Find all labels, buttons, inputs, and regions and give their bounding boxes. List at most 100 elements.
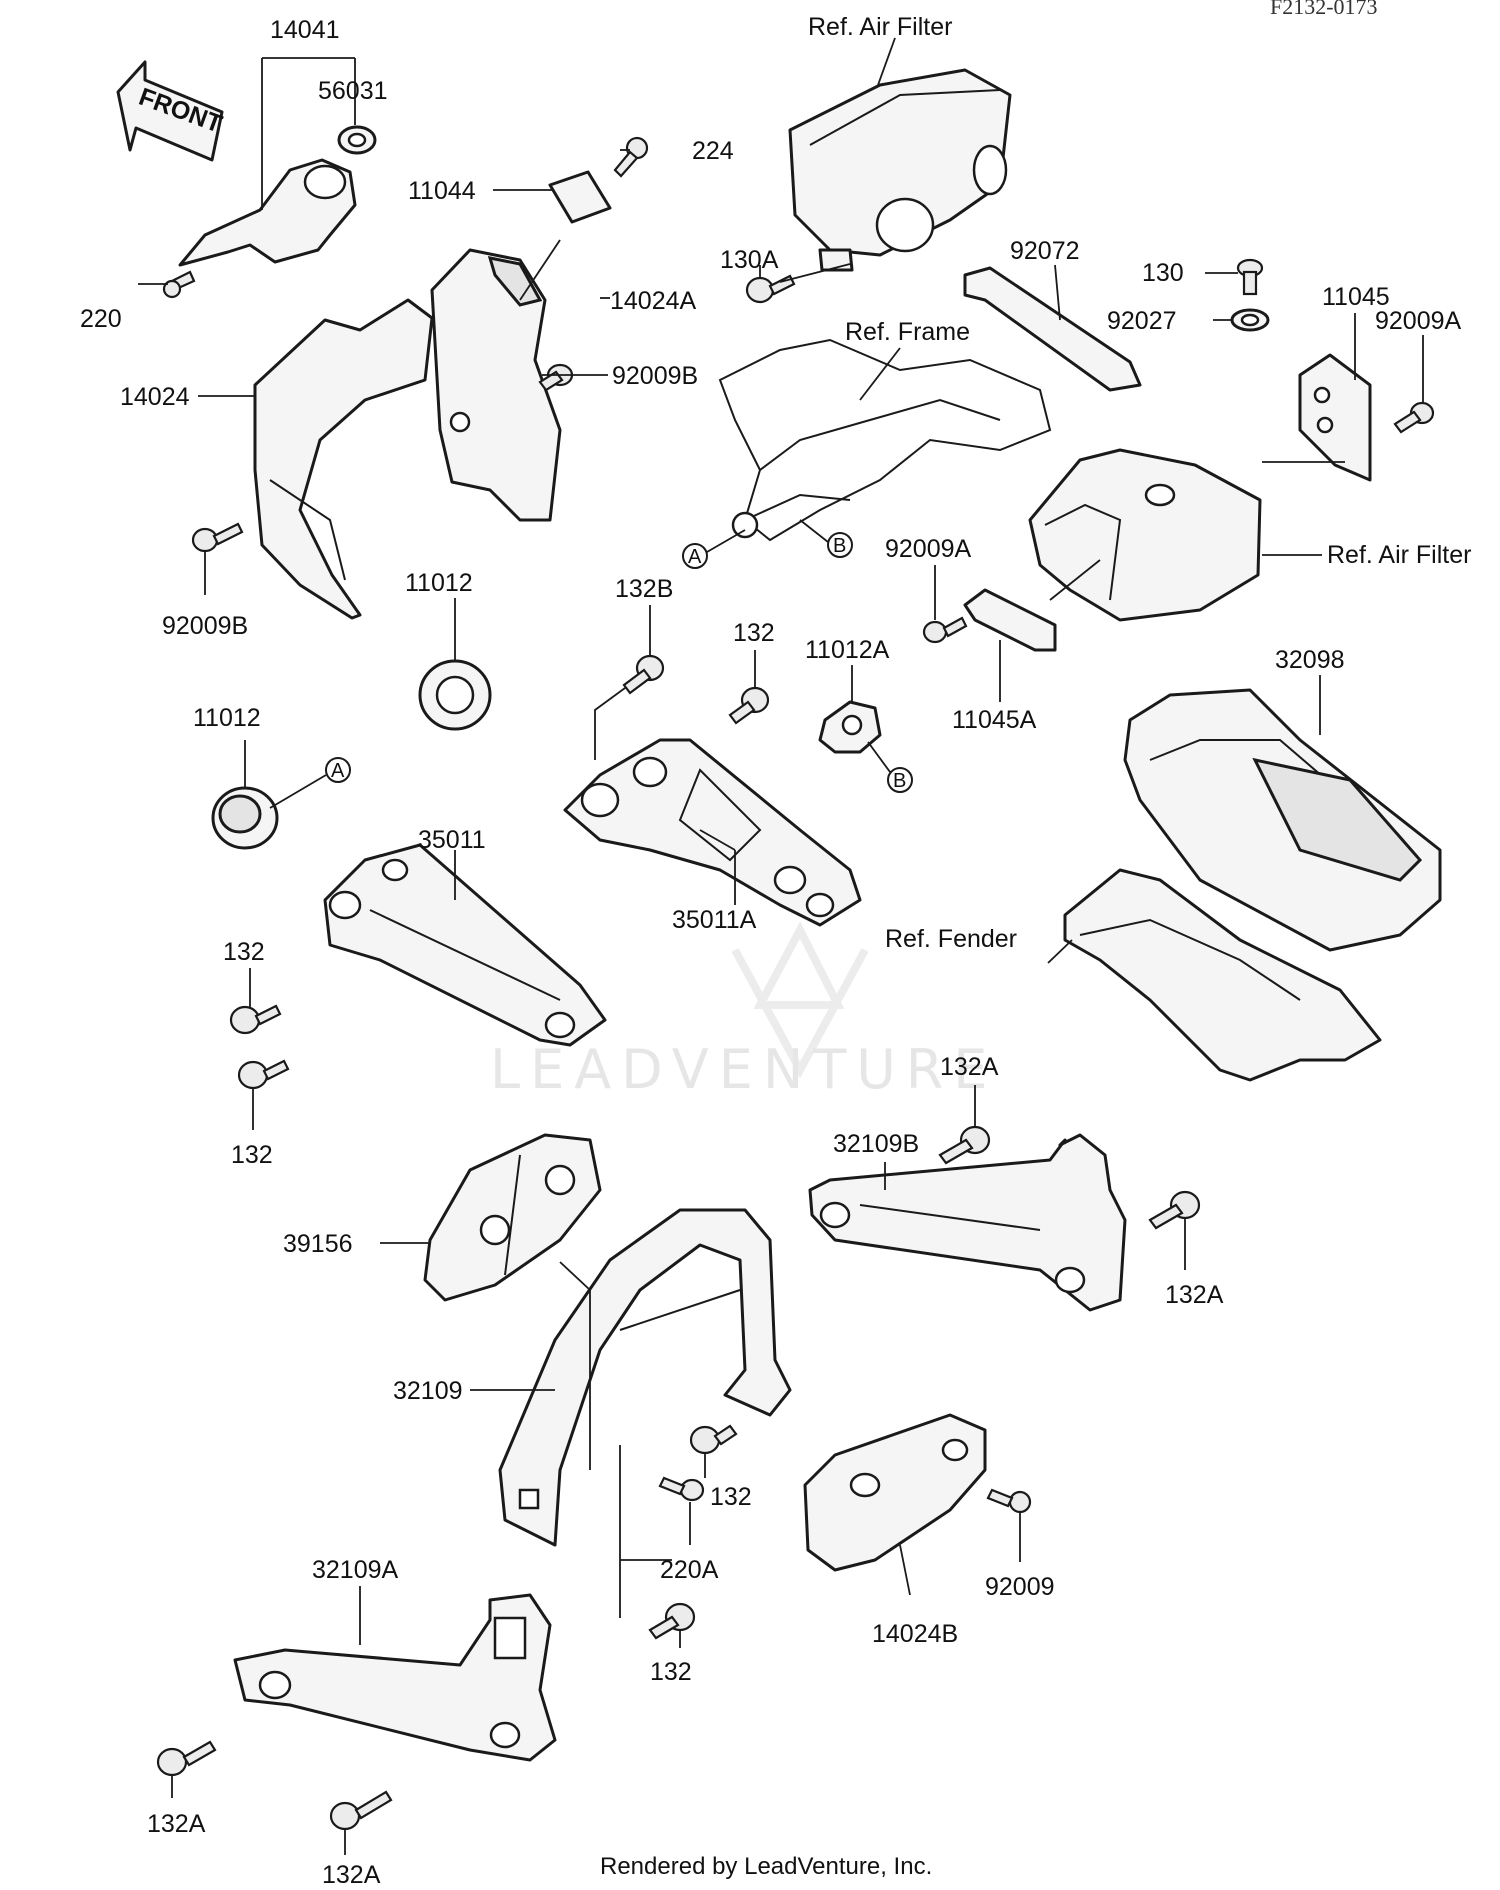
part-130-bolt (1236, 258, 1264, 296)
part-11045-bracket (1298, 353, 1372, 482)
label-32109: 32109 (393, 1377, 463, 1405)
marker-b-mount-text: B (893, 770, 906, 792)
marker-b-frame-text: B (833, 535, 846, 557)
label-132B: 132B (615, 575, 673, 603)
label-132-bottom: 132 (650, 1658, 692, 1686)
part-132-bolt-mid (728, 686, 770, 725)
part-92009B-bolt-left (191, 522, 244, 553)
label-132A-bl1: 132A (147, 1810, 206, 1838)
label-132A-bl2: 132A (322, 1861, 381, 1889)
label-14024B: 14024B (872, 1620, 958, 1648)
label-32109A: 32109A (312, 1556, 399, 1584)
part-11045A-bracket (963, 588, 1057, 652)
label-ref-air-filter-top: Ref. Air Filter (808, 13, 952, 41)
part-132A-bolt-top (938, 1125, 991, 1165)
label-92009B-bottom: 92009B (162, 612, 248, 640)
label-11012A: 11012A (805, 636, 890, 664)
part-92009B-bolt-right (538, 363, 574, 392)
part-14024-cover (253, 298, 434, 620)
label-130: 130 (1142, 259, 1184, 287)
part-92072-strap (963, 266, 1142, 392)
label-11012-mid: 11012 (405, 569, 473, 597)
part-14024B-plate (803, 1413, 987, 1572)
part-14024A-cover (430, 248, 562, 522)
label-32098: 32098 (1275, 646, 1345, 674)
marker-a-grommet-text: A (331, 760, 345, 782)
part-air-filter-top (788, 68, 1012, 272)
part-132A-bolt-bl1 (156, 1740, 217, 1777)
label-35011: 35011 (418, 826, 486, 854)
part-132A-bolt-bl2 (329, 1790, 393, 1831)
label-92027: 92027 (1107, 307, 1177, 335)
part-39156-pad (423, 1133, 602, 1302)
part-11044-clip (548, 170, 612, 224)
label-92009A-mid: 92009A (885, 535, 972, 563)
watermark-text: LEADVENTURE (490, 1038, 997, 1101)
marker-a-grommet: A (269, 757, 351, 809)
footer-credit: Rendered by LeadVenture, Inc. (600, 1853, 932, 1880)
part-11012-grommet-left (211, 786, 279, 850)
label-ref-air-filter-right: Ref. Air Filter (1327, 541, 1471, 569)
part-132-bolt-left-bottom (237, 1059, 290, 1090)
label-11045A: 11045A (952, 706, 1037, 734)
label-220: 220 (80, 305, 122, 333)
label-92009: 92009 (985, 1573, 1055, 1601)
part-14041-cover (178, 158, 357, 267)
label-92072: 92072 (1010, 237, 1080, 265)
label-220A: 220A (660, 1556, 719, 1584)
part-132-bolt-bottom (648, 1602, 696, 1640)
part-132A-bolt-right (1148, 1190, 1201, 1230)
label-92009B-top: 92009B (612, 362, 698, 390)
label-224: 224 (692, 137, 734, 165)
part-224-screw (613, 136, 649, 178)
part-11012A-mount (818, 700, 882, 754)
watermark: LEADVENTURE (490, 921, 997, 1101)
diagram-code: F2132-0173 (1270, 0, 1378, 19)
part-32109-frame (498, 1208, 792, 1547)
marker-a-frame-text: A (688, 546, 702, 568)
label-14024: 14024 (120, 383, 190, 411)
label-132-left-top: 132 (223, 938, 265, 966)
marker-b-mount: B (867, 741, 913, 793)
label-132-lower: 132 (710, 1483, 752, 1511)
part-92009A-bolt-mid (922, 616, 968, 644)
label-14024A: 14024A (610, 287, 697, 315)
part-35011-bar (323, 843, 607, 1047)
label-132A-right: 132A (1165, 1281, 1224, 1309)
label-11044: 11044 (408, 177, 476, 205)
part-92027-grommet (1230, 308, 1270, 332)
label-39156: 39156 (283, 1230, 353, 1258)
part-92009-screw (986, 1488, 1032, 1514)
label-11045: 11045 (1322, 283, 1390, 311)
label-35011A: 35011A (672, 906, 757, 934)
label-132-left-bottom: 132 (231, 1141, 273, 1169)
front-arrow: FRONT (116, 60, 226, 162)
part-132-bolt-lower (689, 1424, 738, 1455)
part-92009A-bolt-right (1393, 401, 1435, 434)
callout-labels: 14041 56031 224 11044 220 14024A 14024 9… (80, 13, 1471, 1889)
label-56031: 56031 (318, 77, 388, 105)
label-132A-top: 132A (940, 1053, 999, 1081)
part-132-bolt-left-top (229, 1004, 282, 1035)
part-air-filter-box (1028, 448, 1262, 622)
label-92009A-right: 92009A (1375, 307, 1462, 335)
part-56031-washer (337, 125, 377, 155)
label-32109B: 32109B (833, 1130, 919, 1158)
marker-b-frame: B (799, 519, 853, 558)
marker-a-frame: A (682, 529, 746, 569)
part-32109A-rail (233, 1593, 557, 1762)
label-14041: 14041 (270, 16, 340, 44)
label-ref-fender: Ref. Fender (885, 925, 1017, 953)
part-32098-box (1123, 688, 1442, 952)
leader-lines (138, 37, 1424, 1855)
part-132B-bolt (622, 654, 665, 695)
part-fender (1063, 868, 1382, 1082)
label-132-mid: 132 (733, 619, 775, 647)
label-11012-left: 11012 (193, 704, 261, 732)
part-220-screw (162, 270, 196, 299)
label-130A: 130A (720, 246, 779, 274)
part-220A-screw (658, 1476, 705, 1502)
part-35011A-mount (563, 738, 862, 927)
part-32109B-rail (808, 1133, 1127, 1312)
